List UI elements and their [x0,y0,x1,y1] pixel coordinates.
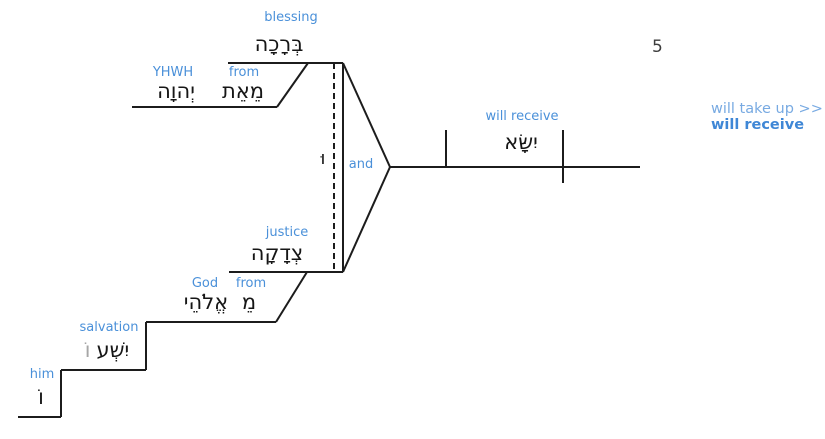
god-modifier-slant [275,271,308,323]
word-salvation[interactable]: יִשְׁעוֹ [84,338,130,362]
word-blessing[interactable]: בְּרָכָה [254,32,304,56]
word-from-1[interactable]: מֵאֵת [221,79,265,103]
word-god[interactable]: אֱלֹהֵי [183,290,229,314]
yhwh-gloss-label: YHWH [152,65,194,80]
word-conjunction-vav[interactable]: וּ [320,148,326,169]
and-gloss-label: and [348,157,374,172]
salvation-suffix-placeholder: וֹ [84,338,91,362]
verb-gloss-label: will receive [485,109,559,124]
from-gloss-label-1: from [228,65,260,80]
salvation-stem: יִשְׁע [96,338,130,362]
panel-lexical-gloss: will take up >> [711,101,823,117]
word-verb[interactable]: יִשָּׂא [504,130,538,154]
justice-gloss-label: justice [265,225,309,240]
yhwh-modifier-slant [276,62,309,108]
word-justice[interactable]: צְדָקָה [250,241,304,265]
word-from-2[interactable]: מֵ [241,290,257,314]
from-gloss-label-2: from [235,276,267,291]
panel-contextual-gloss: will receive [711,117,805,133]
compound-upper-slant [342,62,391,168]
blessing-gloss-label: blessing [264,10,318,25]
verse-number: 5 [652,37,663,57]
salvation-gloss-label: salvation [79,320,139,335]
word-yhwh[interactable]: יְהוָה [157,79,195,103]
him-gloss-label: him [29,367,55,382]
god-gloss-label: God [191,276,219,291]
compound-lower-slant [342,166,391,273]
word-him-suffix[interactable]: וֹ [38,385,44,409]
